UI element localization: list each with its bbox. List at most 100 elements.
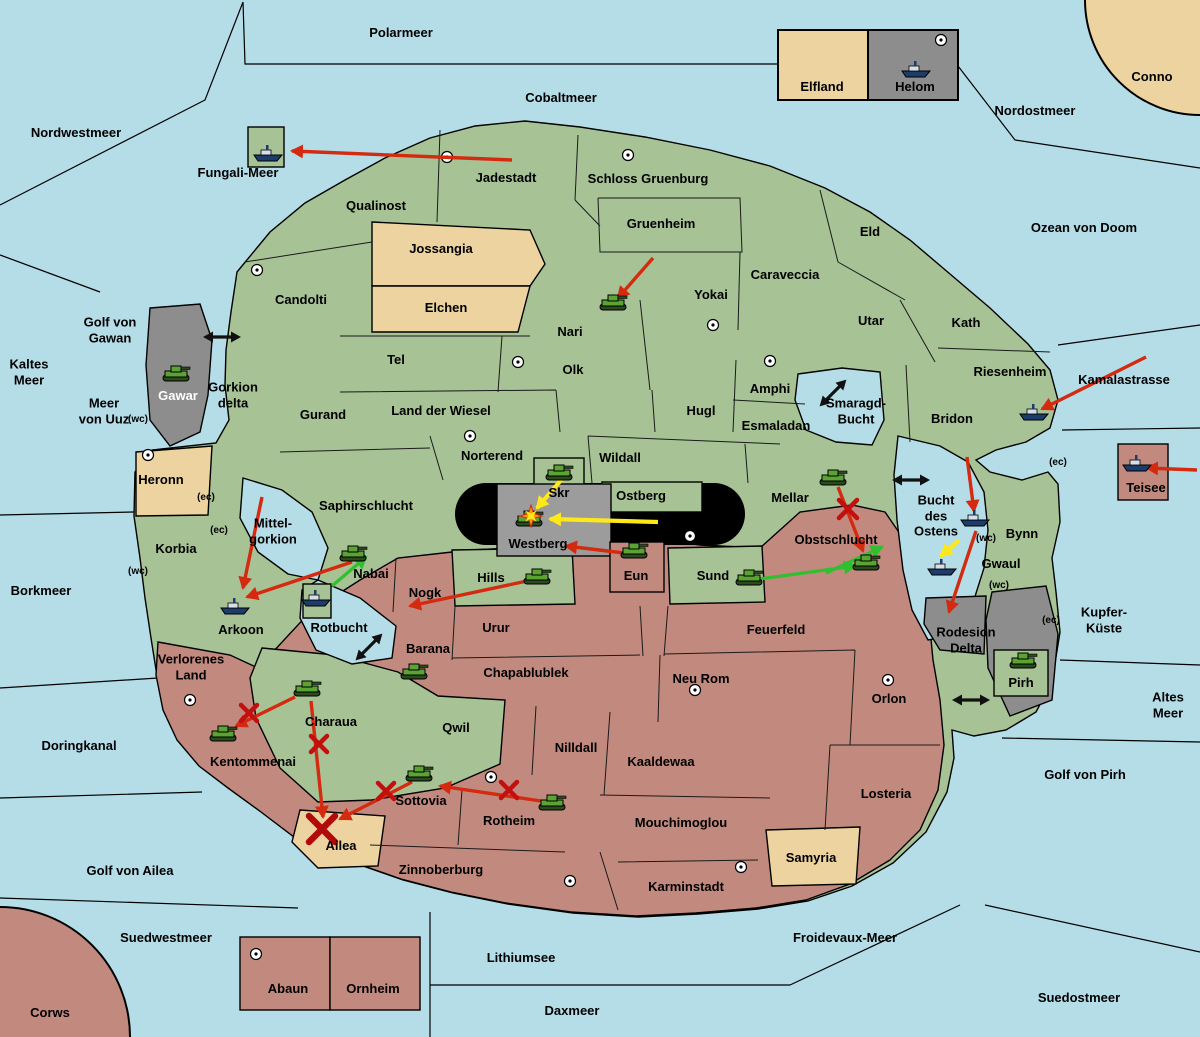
sea-region-label[interactable]: Froidevaux-Meer (792, 930, 898, 946)
province-label[interactable]: Bridon (931, 411, 973, 427)
sea-region-label[interactable]: Nordostmeer (994, 103, 1076, 119)
province-label[interactable]: Mouchimoglou (634, 815, 728, 831)
sea-region-label[interactable]: Golf von Ailea (86, 863, 174, 879)
province-label[interactable]: Westberg (508, 536, 568, 552)
province-label[interactable]: Esmaladan (741, 418, 811, 434)
sea-region-label[interactable]: Kamalastrasse (1078, 372, 1170, 388)
province-abaun-box[interactable] (239, 936, 331, 1011)
province-label[interactable]: Abaun (267, 981, 309, 997)
province-label[interactable]: Kath (951, 315, 981, 331)
province-label[interactable]: Urur (482, 620, 510, 636)
sea-region-label[interactable]: Polarmeer (369, 25, 433, 41)
province-label[interactable]: Elfland (800, 79, 844, 95)
sea-region-label[interactable]: Suedwestmeer (120, 930, 212, 946)
province-label[interactable]: Nabai (353, 566, 389, 582)
province-label[interactable]: Schloss Gruenburg (587, 171, 709, 187)
sea-region-label[interactable]: Mittel- gorkion (249, 515, 297, 546)
province-label[interactable]: Heronn (138, 472, 184, 488)
sea-region-label[interactable]: Altes Meer (1152, 689, 1184, 720)
province-heronn[interactable] (135, 445, 213, 517)
province-label[interactable]: Samyria (785, 850, 837, 866)
province-ostberg-box[interactable] (601, 481, 703, 513)
sea-region-label[interactable]: Borkmeer (10, 583, 72, 599)
sea-region-label[interactable]: Golf von Pirh (1044, 767, 1126, 783)
province-label[interactable]: Olk (562, 362, 584, 378)
province-label[interactable]: Jadestadt (475, 170, 537, 186)
province-label[interactable]: Yokai (694, 287, 728, 303)
province-label[interactable]: Nogk (408, 585, 442, 601)
province-label[interactable]: Barana (405, 641, 451, 657)
province-label[interactable]: Teisee (1126, 480, 1166, 496)
province-teisee-box[interactable] (1117, 443, 1169, 501)
province-label[interactable]: Orlon (871, 691, 907, 707)
sea-region-label[interactable]: Fungali-Meer (197, 165, 279, 181)
province-label[interactable]: Qwil (442, 720, 470, 736)
province-label[interactable]: Amphi (749, 381, 791, 397)
province-jossangia[interactable] (371, 221, 546, 287)
legend-box-elfland[interactable] (777, 29, 869, 101)
province-label[interactable]: Gurand (299, 407, 347, 423)
province-label[interactable]: Eld (859, 224, 881, 240)
province-label[interactable]: Norterend (460, 448, 524, 464)
province-label[interactable]: Helom (895, 79, 935, 95)
sea-region-label[interactable]: Rotbucht (310, 620, 368, 636)
sea-region-label[interactable]: Kaltes Meer (9, 356, 49, 387)
sea-region-label[interactable]: Meer von Uuz (78, 395, 130, 426)
sea-region-label[interactable]: Cobaltmeer (525, 90, 597, 106)
province-label[interactable]: Conno (1131, 69, 1173, 85)
province-label[interactable]: Corws (30, 1005, 70, 1021)
province-label[interactable]: Ornheim (346, 981, 400, 997)
province-label[interactable]: Jossangia (409, 241, 473, 257)
province-ornheim-box[interactable] (329, 936, 421, 1011)
province-label[interactable]: Korbia (155, 541, 197, 557)
province-label[interactable]: Verlorenes Land (157, 651, 225, 682)
province-label[interactable]: Arkoon (218, 622, 264, 638)
province-label[interactable]: Ostberg (616, 488, 666, 504)
province-label[interactable]: Caraveccia (750, 267, 820, 283)
province-label[interactable]: Pirh (1008, 675, 1034, 691)
province-label[interactable]: Eun (623, 568, 649, 584)
province-label[interactable]: Neu Rom (672, 671, 730, 687)
province-label[interactable]: Ailea (325, 838, 357, 854)
sea-region-label[interactable]: Lithiumsee (486, 950, 556, 966)
sea-region-label[interactable]: Nordwestmeer (30, 125, 122, 141)
sea-region-label[interactable]: Smaragd- Bucht (826, 395, 886, 426)
province-label[interactable]: Gawar (158, 388, 198, 404)
province-label[interactable]: Kentommenai (210, 754, 296, 770)
province-label[interactable]: Rodesion Delta (936, 624, 996, 655)
sea-region-label[interactable]: Ozean von Doom (1030, 220, 1138, 236)
province-label[interactable]: Elchen (424, 300, 468, 316)
province-label[interactable]: Zinnoberburg (398, 862, 484, 878)
province-label[interactable]: Chapablublek (483, 665, 569, 681)
province-label[interactable]: Bynn (1005, 526, 1039, 542)
province-label[interactable]: Losteria (860, 786, 912, 802)
province-label[interactable]: Riesenheim (973, 364, 1047, 380)
province-label[interactable]: Sund (696, 568, 730, 584)
province-samyria[interactable] (765, 826, 861, 887)
sea-region-label[interactable]: Doringkanal (41, 738, 117, 754)
province-label[interactable]: Sottovia (395, 793, 447, 809)
province-sund[interactable] (667, 545, 766, 605)
sea-region-label[interactable]: Suedostmeer (1037, 990, 1121, 1006)
province-elchen[interactable] (371, 285, 531, 333)
province-label[interactable]: Kaaldewaa (627, 754, 695, 770)
province-label[interactable]: Feuerfeld (746, 622, 806, 638)
province-label[interactable]: Wildall (599, 450, 641, 466)
sea-region-label[interactable]: Daxmeer (544, 1003, 600, 1019)
province-label[interactable]: Tel (387, 352, 405, 368)
province-label[interactable]: Gruenheim (626, 216, 696, 232)
province-label[interactable]: Rotheim (483, 813, 535, 829)
sea-region-label[interactable]: Bucht des Ostens (913, 492, 959, 539)
province-label[interactable]: Obstschlucht (794, 532, 878, 548)
bay-smaragd-bucht[interactable] (794, 367, 885, 446)
province-label[interactable]: Gwaul (981, 556, 1021, 572)
province-corws[interactable] (0, 906, 131, 1037)
province-label[interactable]: Utar (857, 313, 885, 329)
province-label[interactable]: Hugl (686, 403, 716, 419)
province-label[interactable]: Hills (477, 570, 505, 586)
province-label[interactable]: Skr (548, 485, 570, 501)
sea-region-label[interactable]: Golf von Gawan (83, 314, 137, 345)
sea-region-label[interactable]: Kupfer- Küste (1080, 604, 1128, 635)
province-label[interactable]: Qualinost (346, 198, 406, 214)
province-conno[interactable] (1084, 0, 1200, 116)
